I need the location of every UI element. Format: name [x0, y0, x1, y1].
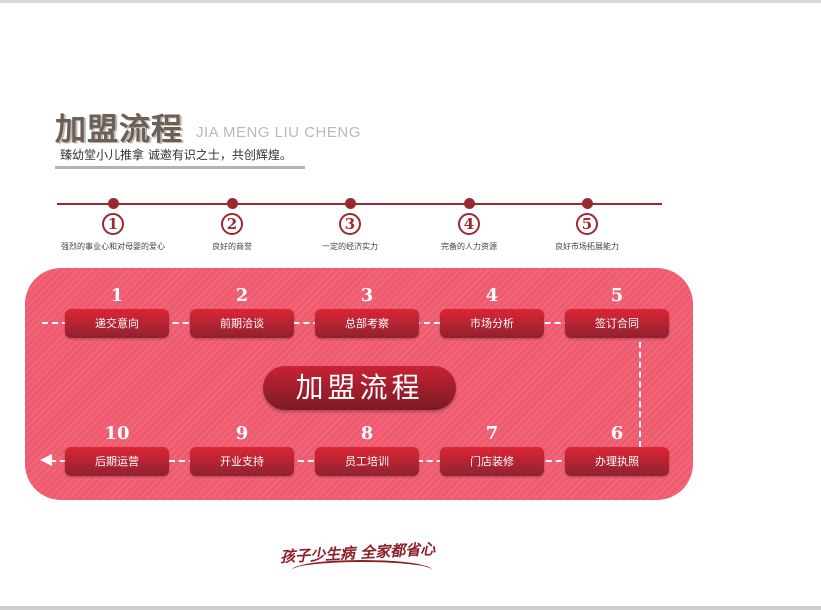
step-number: 6 — [610, 423, 624, 444]
step-button[interactable]: 门店装修 — [440, 447, 544, 476]
page-title: 加盟流程 — [55, 112, 183, 148]
advantage-item: 4 完备的人力资源 — [399, 198, 539, 252]
step-button[interactable]: 前期洽谈 — [190, 309, 294, 338]
advantage-label: 良好的商誉 — [212, 242, 252, 251]
step-button[interactable]: 开业支持 — [190, 447, 294, 476]
step-button[interactable]: 签订合同 — [565, 309, 669, 338]
process-step: 7 门店装修 — [440, 423, 544, 476]
bottom-border — [0, 606, 821, 610]
step-button[interactable]: 总部考察 — [315, 309, 419, 338]
center-title-badge: 加盟流程 — [263, 366, 456, 410]
advantage-number: 3 — [339, 213, 361, 235]
advantage-label: 强烈的事业心和对母婴的爱心 — [61, 242, 165, 251]
timeline-dot — [344, 198, 356, 209]
step-number: 1 — [110, 285, 124, 306]
step-button[interactable]: 递交意向 — [65, 309, 169, 338]
step-number: 7 — [485, 423, 499, 444]
advantage-item: 2 良好的商誉 — [162, 198, 302, 252]
advantage-number: 2 — [221, 213, 243, 235]
process-step: 4 市场分析 — [440, 285, 544, 338]
step-button[interactable]: 办理执照 — [565, 447, 669, 476]
page-subtitle: 臻幼堂小儿推拿 诚邀有识之士，共创辉煌。 — [60, 148, 292, 162]
subtitle-underline — [55, 166, 305, 169]
process-step: 3 总部考察 — [315, 285, 419, 338]
step-number: 9 — [235, 423, 249, 444]
advantage-item: 3 一定的经济实力 — [280, 198, 420, 252]
step-number: 8 — [360, 423, 374, 444]
step-number: 2 — [235, 285, 249, 306]
process-step: 5 签订合同 — [565, 285, 669, 338]
advantage-item: 5 良好市场拓展能力 — [517, 198, 657, 252]
slogan-swoosh — [292, 560, 432, 570]
timeline-line — [57, 203, 662, 205]
process-step: 6 办理执照 — [565, 423, 669, 476]
advantage-number: 1 — [102, 213, 124, 235]
process-step: 1 递交意向 — [65, 285, 169, 338]
process-step: 8 员工培训 — [315, 423, 419, 476]
arrow-left-icon — [40, 454, 52, 466]
step-number: 5 — [610, 285, 624, 306]
timeline-dot — [226, 198, 238, 209]
step-number: 10 — [104, 423, 130, 444]
page-title-en: JIA MENG LIU CHENG — [196, 124, 361, 141]
step-number: 4 — [485, 285, 499, 306]
process-step: 2 前期洽谈 — [190, 285, 294, 338]
step-button[interactable]: 后期运营 — [65, 447, 169, 476]
process-step: 10 后期运营 — [65, 423, 169, 476]
advantage-number: 5 — [576, 213, 598, 235]
advantage-label: 一定的经济实力 — [322, 242, 378, 251]
advantage-label: 完备的人力资源 — [441, 242, 497, 251]
timeline-dot — [107, 198, 119, 209]
step-button[interactable]: 市场分析 — [440, 309, 544, 338]
process-step: 9 开业支持 — [190, 423, 294, 476]
advantage-item: 1 强烈的事业心和对母婴的爱心 — [43, 198, 183, 252]
step-number: 3 — [360, 285, 374, 306]
right-flow-dashed-line — [639, 322, 641, 447]
timeline-dot — [581, 198, 593, 209]
step-button[interactable]: 员工培训 — [315, 447, 419, 476]
advantage-number: 4 — [458, 213, 480, 235]
advantage-label: 良好市场拓展能力 — [555, 242, 619, 251]
timeline-dot — [463, 198, 475, 209]
top-border — [0, 0, 821, 3]
